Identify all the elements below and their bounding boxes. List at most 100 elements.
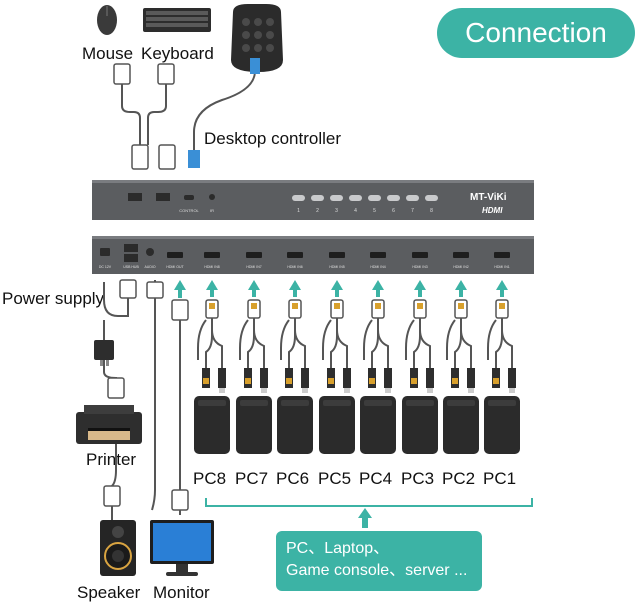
port-button-4 — [349, 195, 362, 201]
pc-adapter-icon — [236, 396, 272, 454]
hdmi-port — [246, 252, 262, 258]
pc-label: PC5 — [318, 469, 352, 488]
rear-port-label: HDMI IN7 — [246, 265, 261, 269]
rear-port-label: HDMI IN5 — [329, 265, 344, 269]
mouse-label: Mouse — [82, 44, 134, 63]
port-button-label: 3 — [335, 208, 338, 214]
hdmi-port — [287, 252, 303, 258]
input-arrow — [206, 280, 218, 297]
brand-logo: MT-ViKi — [470, 192, 507, 203]
pc-cable-group — [319, 280, 355, 454]
port-button-label: 6 — [392, 208, 395, 214]
input-arrow — [372, 280, 384, 297]
desktop-controller-label: Desktop controller — [204, 129, 342, 148]
pc-adapter-icon — [443, 396, 479, 454]
rear-port-label: DC 12V — [99, 265, 112, 269]
note-line-1: PC、Laptop、 — [286, 540, 390, 557]
controller-plug — [250, 58, 260, 74]
port-button-label: 5 — [373, 208, 376, 214]
front-port-control: CONTROL — [179, 208, 199, 213]
cable-plugs — [103, 279, 189, 511]
peripheral-cables — [103, 280, 181, 520]
speaker-icon — [100, 520, 136, 576]
mouse-icon — [97, 5, 117, 35]
rear-port-label: HDMI IN8 — [204, 265, 219, 269]
pc-adapter-icon — [319, 396, 355, 454]
port-button-2 — [311, 195, 324, 201]
connection-badge: Connection — [437, 8, 635, 58]
pc-cable-group — [360, 280, 396, 454]
hdmi-port — [453, 252, 469, 258]
input-arrow — [248, 280, 260, 297]
monitor-icon — [150, 520, 214, 576]
rear-port-label: USB HUB — [123, 265, 139, 269]
pcs-bracket — [205, 498, 533, 507]
port-button-label: 8 — [430, 208, 433, 214]
keyboard-label: Keyboard — [141, 44, 214, 63]
pc-adapter-icon — [194, 396, 230, 454]
printer-label: Printer — [86, 450, 137, 469]
power-supply-label: Power supply — [2, 289, 105, 308]
port-button-label: 1 — [297, 208, 300, 214]
input-arrow — [414, 280, 426, 297]
pc-cable-group — [194, 280, 230, 454]
hdmi-port — [204, 252, 220, 258]
printer-icon — [76, 405, 142, 444]
desktop-controller-icon — [231, 4, 283, 72]
hdmi-port — [370, 252, 386, 258]
source-devices-note: PC、Laptop、 Game console、server ... — [276, 531, 482, 591]
pc-label: PC4 — [359, 469, 393, 488]
port-button-label: 2 — [316, 208, 319, 214]
pc-label: PC3 — [401, 469, 435, 488]
rear-port-label: HDMI IN6 — [287, 265, 302, 269]
rear-port-label: HDMI IN3 — [412, 265, 427, 269]
rear-port-label: HDMI IN4 — [370, 265, 385, 269]
rear-hdmi-ports: DC 12V USB HUB AUDIO HDMI OUT HDMI IN8 HDMI I… — [99, 252, 510, 269]
usb-plugs — [113, 63, 176, 170]
port-button-label: 4 — [354, 208, 357, 214]
input-arrow — [455, 280, 467, 297]
pc-cable-group — [443, 280, 479, 454]
input-arrow — [289, 280, 301, 297]
mouse-keyboard-cables — [121, 71, 256, 150]
pc-cable-group — [236, 280, 272, 454]
note-arrow — [358, 508, 372, 528]
pc-cable-group — [402, 280, 438, 454]
hdmi-port — [494, 252, 510, 258]
power-adapter-icon — [94, 340, 114, 366]
pc-label: PC2 — [442, 469, 476, 488]
pc-cable-group — [484, 280, 520, 454]
hdmi-port — [329, 252, 345, 258]
pc-cable-group — [277, 280, 313, 454]
port-button-6 — [387, 195, 400, 201]
rear-port-label: HDMI OUT — [166, 265, 184, 269]
hdmi-port — [412, 252, 428, 258]
monitor-label: Monitor — [153, 583, 210, 602]
port-button-3 — [330, 195, 343, 201]
monitor-out-arrow — [174, 280, 186, 298]
front-port-ir: IR — [210, 208, 214, 213]
rear-port-label: HDMI IN2 — [453, 265, 468, 269]
speaker-label: Speaker — [77, 583, 141, 602]
controller-connector — [188, 150, 200, 168]
pc-adapter-icon — [277, 396, 313, 454]
port-button-8 — [425, 195, 438, 201]
input-arrow — [496, 280, 508, 297]
port-button-5 — [368, 195, 381, 201]
input-arrow — [331, 280, 343, 297]
rear-port-label: HDMI IN1 — [494, 265, 509, 269]
pc-adapter-icon — [402, 396, 438, 454]
kvm-port-buttons: 1 2 3 4 5 6 7 8 — [292, 195, 438, 214]
port-button-label: 7 — [411, 208, 414, 214]
rear-port-label: AUDIO — [144, 265, 155, 269]
hdmi-port — [167, 252, 183, 258]
pc-connections — [194, 280, 520, 454]
port-button-1 — [292, 195, 305, 201]
keyboard-icon — [143, 8, 211, 32]
pc-label: PC8 — [193, 469, 227, 488]
hdmi-logo: HDMI — [482, 206, 503, 215]
pc-label: PC1 — [483, 469, 517, 488]
pc-label: PC7 — [235, 469, 269, 488]
pc-label: PC6 — [276, 469, 310, 488]
